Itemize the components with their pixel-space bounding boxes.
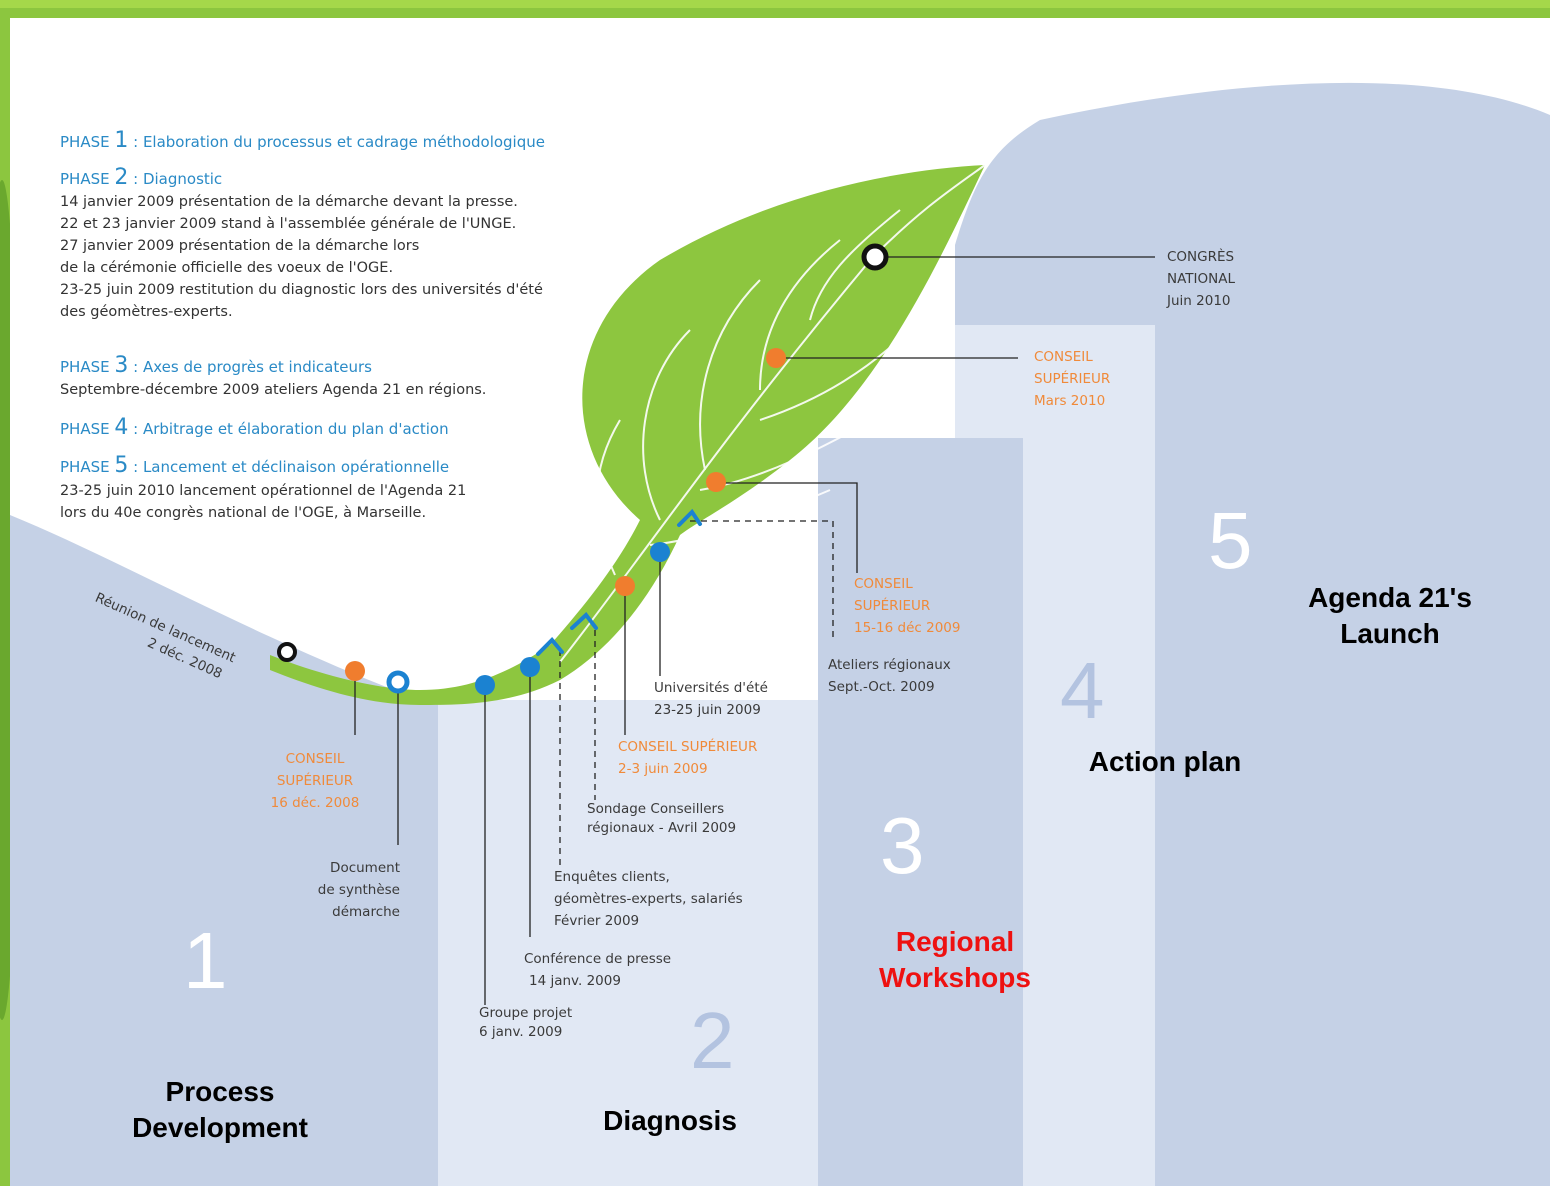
kickoff-marker <box>277 642 297 662</box>
phase-5-title: PHASE 5 : Lancement et déclinaison opéra… <box>60 453 450 478</box>
groupe-marker <box>475 675 495 695</box>
conseil-dec08-label: CONSEIL SUPÉRIEUR 16 déc. 2008 <box>270 751 360 811</box>
step-2-caption: Diagnosis <box>603 1105 737 1136</box>
frame-top-band <box>0 0 1550 8</box>
enquetes-label: Enquêtes clients, géomètres-experts, sal… <box>554 869 743 929</box>
sondage-label: Sondage Conseillers régionaux - Avril 20… <box>587 801 737 836</box>
congres-label: CONGRÈS NATIONAL Juin 2010 <box>1167 249 1235 309</box>
phase-2-title: PHASE 2 : Diagnostic <box>60 165 223 190</box>
conference-marker <box>520 657 540 677</box>
phase-1-title: PHASE 1 : Elaboration du processus et ca… <box>60 128 545 153</box>
groupe-label: Groupe projet 6 janv. 2009 <box>479 1005 573 1040</box>
dashed-connectors <box>559 520 834 868</box>
conseil-juin-marker <box>615 576 635 596</box>
step-number-3: 3 <box>880 801 925 890</box>
conseil-juin-label: CONSEIL SUPÉRIEUR 2-3 juin 2009 <box>618 739 758 777</box>
phase-5-details: 23-25 juin 2010 lancement opérationnel d… <box>60 483 467 521</box>
conseil-mars-label: CONSEIL SUPÉRIEUR Mars 2010 <box>1034 349 1111 409</box>
step-4-caption: Action plan <box>1088 746 1242 777</box>
step-number-2: 2 <box>690 996 735 1085</box>
congres-marker <box>861 243 889 271</box>
step-3-caption: Regional Workshops <box>879 926 1031 993</box>
column-4 <box>1023 438 1155 1186</box>
ateliers-label: Ateliers régionaux Sept.-Oct. 2009 <box>828 657 951 695</box>
document-label: Document de synthèse démarche <box>317 860 400 920</box>
column-2 <box>438 700 818 1186</box>
leaf <box>270 165 985 705</box>
step-1-caption: Process Development <box>132 1076 308 1143</box>
conseil-mars-marker <box>766 348 786 368</box>
chevron-markers <box>536 508 702 656</box>
step-5-caption: Agenda 21's Launch <box>1308 582 1472 649</box>
column-4-top <box>955 325 1155 438</box>
step-number-5: 5 <box>1208 496 1253 585</box>
connector-lines <box>354 256 1155 1005</box>
universites-marker <box>650 542 670 562</box>
leaf-veins <box>559 164 986 663</box>
phase-3-details: Septembre-décembre 2009 ateliers Agenda … <box>60 382 487 398</box>
conseil-dec09-marker <box>706 472 726 492</box>
conference-label: Conférence de presse 14 janv. 2009 <box>524 951 672 989</box>
conseil-dec08-marker <box>345 661 365 681</box>
column-3 <box>818 438 1023 1186</box>
document-marker <box>386 670 410 694</box>
phase-2-details: 14 janvier 2009 présentation de la démar… <box>60 194 543 320</box>
step-number-1: 1 <box>183 916 228 1005</box>
column-5 <box>955 82 1550 1186</box>
step-number-4: 4 <box>1060 646 1105 735</box>
universites-label: Universités d'été 23-25 juin 2009 <box>654 680 768 718</box>
conseil-dec09-label: CONSEIL SUPÉRIEUR 15-16 déc 2009 <box>854 576 961 636</box>
phase-4-title: PHASE 4 : Arbitrage et élaboration du pl… <box>60 415 449 440</box>
phase-3-title: PHASE 3 : Axes de progrès et indicateurs <box>60 353 372 378</box>
